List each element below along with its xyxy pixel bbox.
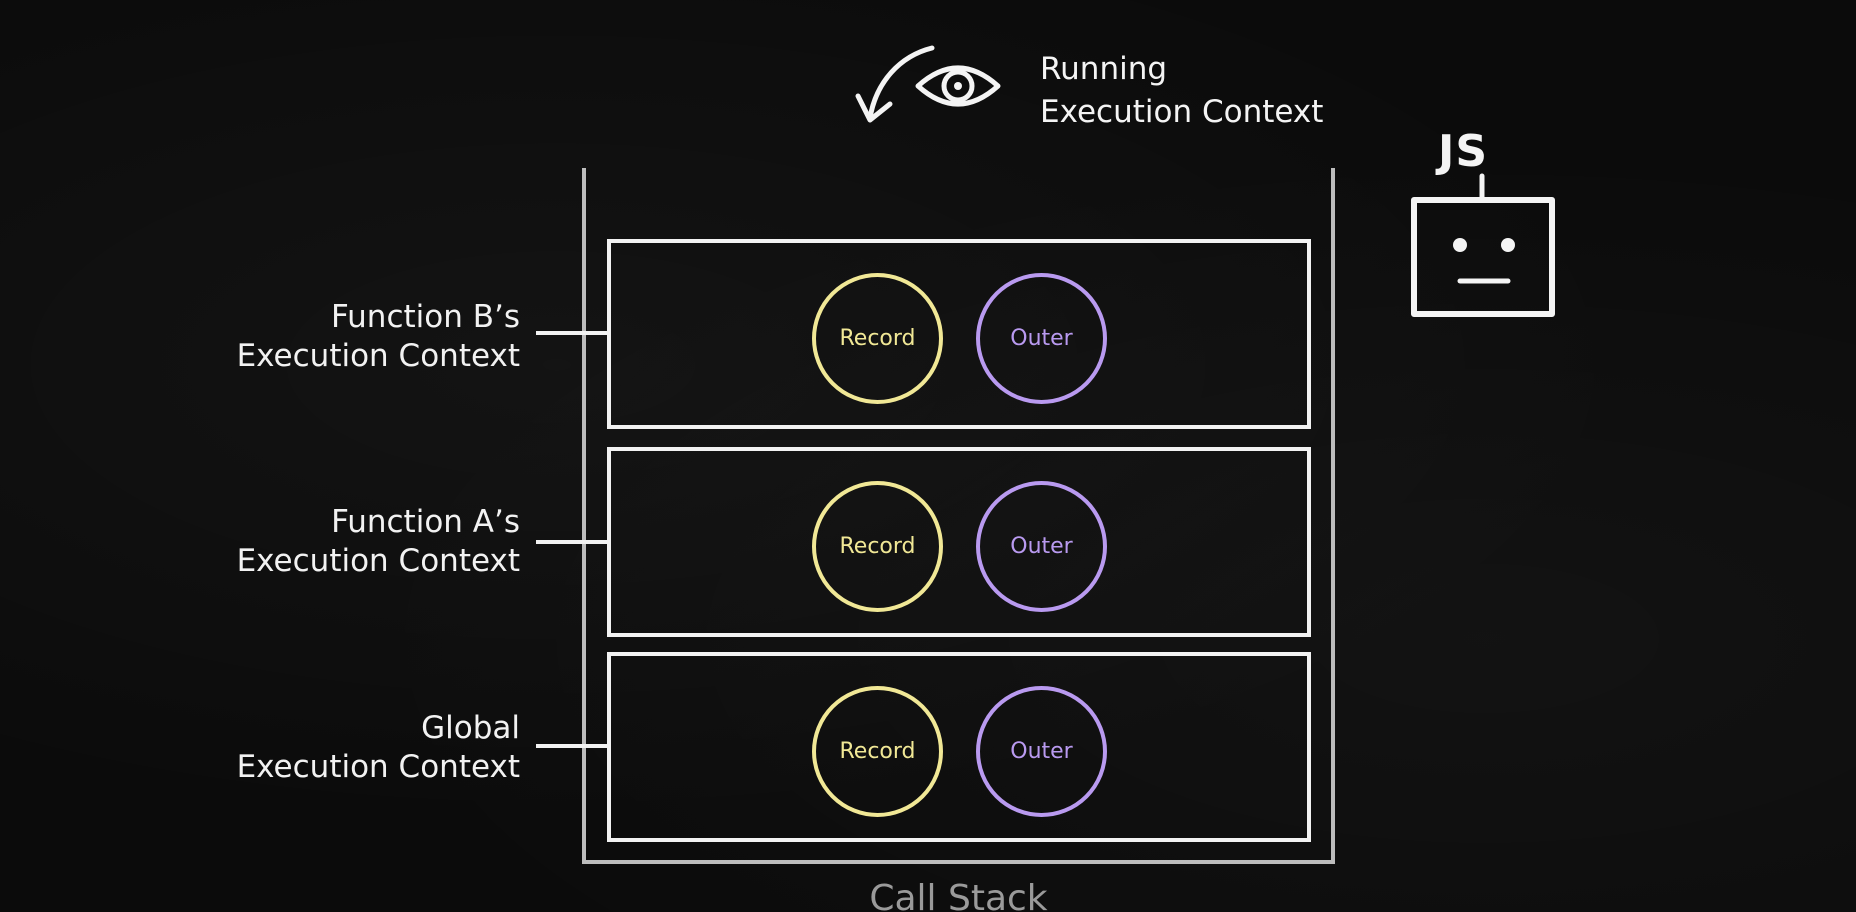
frame-label-global: Global Execution Context xyxy=(237,709,520,787)
robot-js-label: JS xyxy=(1438,126,1489,177)
curved-arrow-icon xyxy=(855,45,935,123)
record-label: Record xyxy=(839,326,916,351)
record-label: Record xyxy=(839,534,916,559)
frame-connector-line xyxy=(536,331,607,335)
frame-function-b-execution-context: Record Outer xyxy=(607,239,1311,429)
robot-icon xyxy=(1411,173,1555,317)
frame-label-line-1: Function B’s xyxy=(331,299,520,335)
running-label-line-1: Running xyxy=(1040,51,1168,87)
outer-circle: Outer xyxy=(976,686,1107,817)
outer-label: Outer xyxy=(1010,326,1073,351)
outer-label: Outer xyxy=(1010,534,1073,559)
frame-connector-line xyxy=(536,540,607,544)
record-circle: Record xyxy=(812,273,943,404)
frame-label-line-2: Execution Context xyxy=(236,749,520,785)
outer-circle: Outer xyxy=(976,273,1107,404)
outer-circle: Outer xyxy=(976,481,1107,612)
frame-function-a-execution-context: Record Outer xyxy=(607,447,1311,637)
frame-label-line-1: Global xyxy=(421,710,520,746)
running-label-line-2: Execution Context xyxy=(1040,94,1324,130)
record-label: Record xyxy=(839,739,916,764)
running-execution-context-label: Running Execution Context xyxy=(1040,48,1323,134)
call-stack-container xyxy=(582,168,1335,864)
frame-label-function-b: Function B’s Execution Context xyxy=(237,298,520,376)
record-circle: Record xyxy=(812,686,943,817)
outer-label: Outer xyxy=(1010,739,1073,764)
record-circle: Record xyxy=(812,481,943,612)
eye-icon xyxy=(915,65,1001,107)
frame-label-line-1: Function A’s xyxy=(331,504,520,540)
call-stack-title: Call Stack xyxy=(869,878,1048,912)
frame-global-execution-context: Record Outer xyxy=(607,652,1311,842)
frame-connector-line xyxy=(536,744,607,748)
frame-label-function-a: Function A’s Execution Context xyxy=(237,503,520,581)
frame-label-line-2: Execution Context xyxy=(236,338,520,374)
frame-label-line-2: Execution Context xyxy=(236,543,520,579)
